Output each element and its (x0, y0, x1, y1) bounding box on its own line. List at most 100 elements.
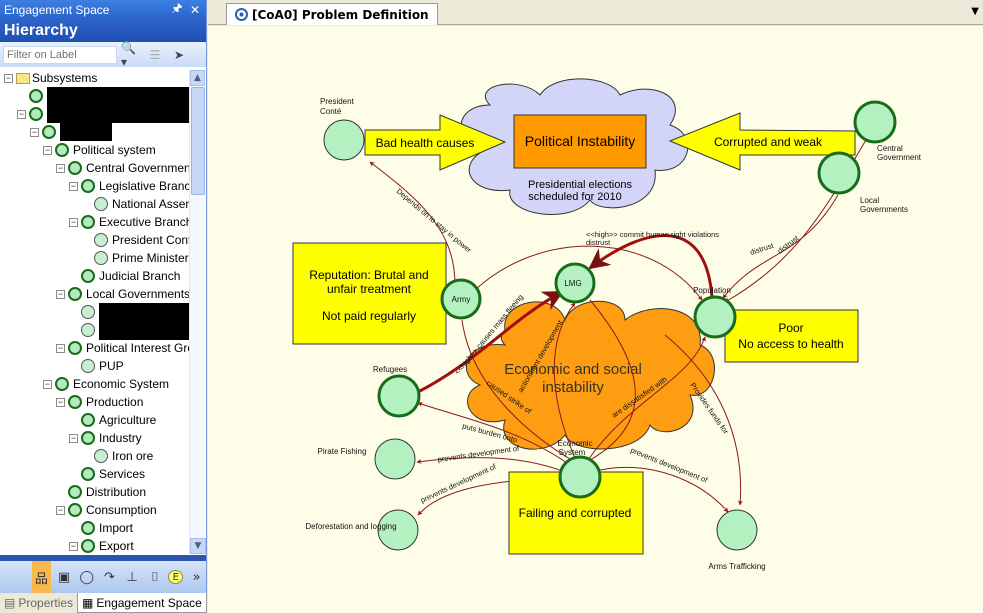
scroll-thumb[interactable] (191, 87, 205, 195)
edge-econ-lmg[interactable] (553, 302, 576, 459)
edge-commit-violations[interactable] (588, 234, 714, 298)
tree-item[interactable]: National Assembly (82, 195, 190, 213)
collapse-toggle[interactable]: − (69, 216, 78, 227)
tab-properties[interactable]: ▤Properties (4, 596, 74, 610)
tree-item[interactable]: −Subsystems (4, 69, 97, 87)
edge-depends[interactable] (369, 161, 456, 286)
tree-item[interactable]: − (17, 105, 189, 123)
edge-label-distrust-1: distrust (749, 241, 776, 257)
tree-item[interactable]: Judicial Branch (69, 267, 180, 285)
edge-mass-fleeing[interactable] (417, 290, 564, 394)
collapse-toggle[interactable]: − (56, 504, 65, 515)
collapse-toggle[interactable]: − (43, 144, 52, 155)
edge-dissatisfied[interactable] (587, 336, 706, 461)
search-icon[interactable]: 🔍▾ (121, 40, 136, 69)
collapse-toggle[interactable]: − (30, 126, 39, 137)
collapse-toggle[interactable]: − (69, 540, 78, 551)
tree-item[interactable]: −Legislative Branch (69, 177, 190, 195)
node-arms-trafficking[interactable] (716, 509, 758, 551)
poor-box[interactable] (724, 309, 859, 363)
node-pirate-fishing[interactable] (374, 438, 416, 480)
tree-item[interactable]: Import (69, 519, 133, 537)
more-icon[interactable]: » (192, 569, 201, 585)
tree-item[interactable]: −Production (56, 393, 143, 411)
tree-item[interactable]: −Executive Branch (69, 213, 190, 231)
node-icon (42, 125, 56, 139)
event-icon[interactable]: E (168, 570, 184, 584)
collapse-toggle[interactable]: − (56, 342, 65, 353)
tab-problem-definition[interactable]: [CoA0] Problem Definition (226, 3, 438, 25)
node-lmg[interactable] (554, 262, 596, 304)
edge-burden[interactable] (417, 402, 571, 466)
edge-label-prevents-2: prevents development of (419, 462, 498, 505)
tree-item[interactable] (69, 302, 190, 322)
collapse-toggle[interactable]: − (69, 432, 78, 443)
collapse-toggle[interactable]: − (17, 108, 26, 119)
collapse-toggle[interactable]: − (56, 288, 65, 299)
tree-item[interactable]: Distribution (56, 483, 146, 501)
tree-item[interactable]: Agriculture (69, 411, 156, 429)
select-pointer-icon[interactable]: ➤ (173, 47, 185, 62)
tree-item[interactable]: − (30, 123, 112, 141)
collapse-toggle[interactable]: − (4, 72, 13, 83)
collapse-toggle[interactable]: − (69, 180, 78, 191)
tab-engagement-space[interactable]: ▦Engagement Space (77, 593, 207, 613)
tree-item[interactable]: Iron ore (82, 447, 153, 465)
tree-item[interactable]: −Political system (43, 141, 156, 159)
node-army[interactable] (440, 278, 482, 320)
edge-army-econ[interactable] (461, 319, 576, 463)
edge-distrust-1[interactable] (722, 194, 839, 299)
edge-army-population[interactable] (474, 245, 703, 301)
diagram-canvas[interactable]: Bad health causes Corrupted and weak Pol… (208, 26, 983, 613)
reputation-box[interactable] (292, 242, 447, 345)
dropdown-arrow-icon[interactable]: ▼ (971, 6, 979, 17)
node-local-governments[interactable] (817, 151, 861, 195)
tree-item[interactable]: President Conté (82, 231, 190, 249)
edge-lmg-econ[interactable] (589, 299, 636, 461)
node-president-conte[interactable] (323, 119, 365, 161)
hierarchy-icon[interactable]: 品 (32, 561, 51, 593)
refugees-label: Refugees (373, 365, 407, 374)
diagram-icon[interactable]: ▣ (57, 569, 71, 585)
scroll-up-button[interactable]: ▲ (190, 70, 205, 86)
tree-item[interactable] (69, 320, 190, 340)
clear-filter-icon[interactable]: ☰ (149, 47, 161, 62)
edge-prevents-3[interactable] (599, 466, 729, 513)
node-central-government[interactable] (853, 100, 897, 144)
node-deforestation[interactable] (377, 509, 419, 551)
close-icon[interactable]: ✕ (189, 2, 201, 17)
tree-item[interactable]: PUP (69, 357, 124, 375)
node-population[interactable] (693, 295, 737, 339)
collapse-toggle[interactable]: − (56, 396, 65, 407)
node-refugees[interactable] (377, 374, 421, 418)
tree-item[interactable]: −Industry (69, 429, 142, 447)
tree-item[interactable]: Services (69, 465, 145, 483)
panel-splitter[interactable] (0, 555, 206, 561)
scroll-down-button[interactable]: ▼ (190, 538, 206, 554)
political-instability-box[interactable] (513, 114, 647, 169)
tree-item[interactable]: −Local Governments (56, 285, 190, 303)
filter-input[interactable] (3, 45, 117, 64)
node-icon[interactable]: ◯ (79, 569, 95, 585)
node-icon (81, 539, 95, 553)
node-economic-system[interactable] (558, 455, 602, 499)
tree-item[interactable]: −Political Interest Groups (56, 339, 190, 357)
tree-item[interactable]: −Export (69, 537, 134, 554)
collapse-toggle[interactable]: − (43, 378, 52, 389)
tree-item[interactable] (17, 87, 189, 105)
tree-item[interactable]: Prime Minister (82, 249, 189, 267)
attachment-icon[interactable]: ⌷ (150, 569, 159, 585)
pin-icon[interactable]: 🖈 (171, 1, 183, 15)
edge-prevents-1[interactable] (416, 457, 566, 473)
tree-item[interactable]: −Consumption (56, 501, 157, 519)
edge-provides-funds[interactable] (664, 334, 743, 506)
edge-label-distrust-army: distrust (586, 238, 611, 247)
bad-health-arrow[interactable] (364, 114, 507, 171)
tree-item[interactable]: −Economic System (43, 375, 169, 393)
economic-instability-cloud[interactable] (465, 300, 715, 450)
collapse-toggle[interactable]: − (56, 162, 65, 173)
link-icon[interactable]: ↷ (104, 569, 115, 585)
tree-scrollbar[interactable]: ▲ ▼ (189, 70, 206, 554)
tree-item[interactable]: −Central Government (56, 159, 190, 177)
layout-icon[interactable]: ⊥ (126, 569, 138, 585)
